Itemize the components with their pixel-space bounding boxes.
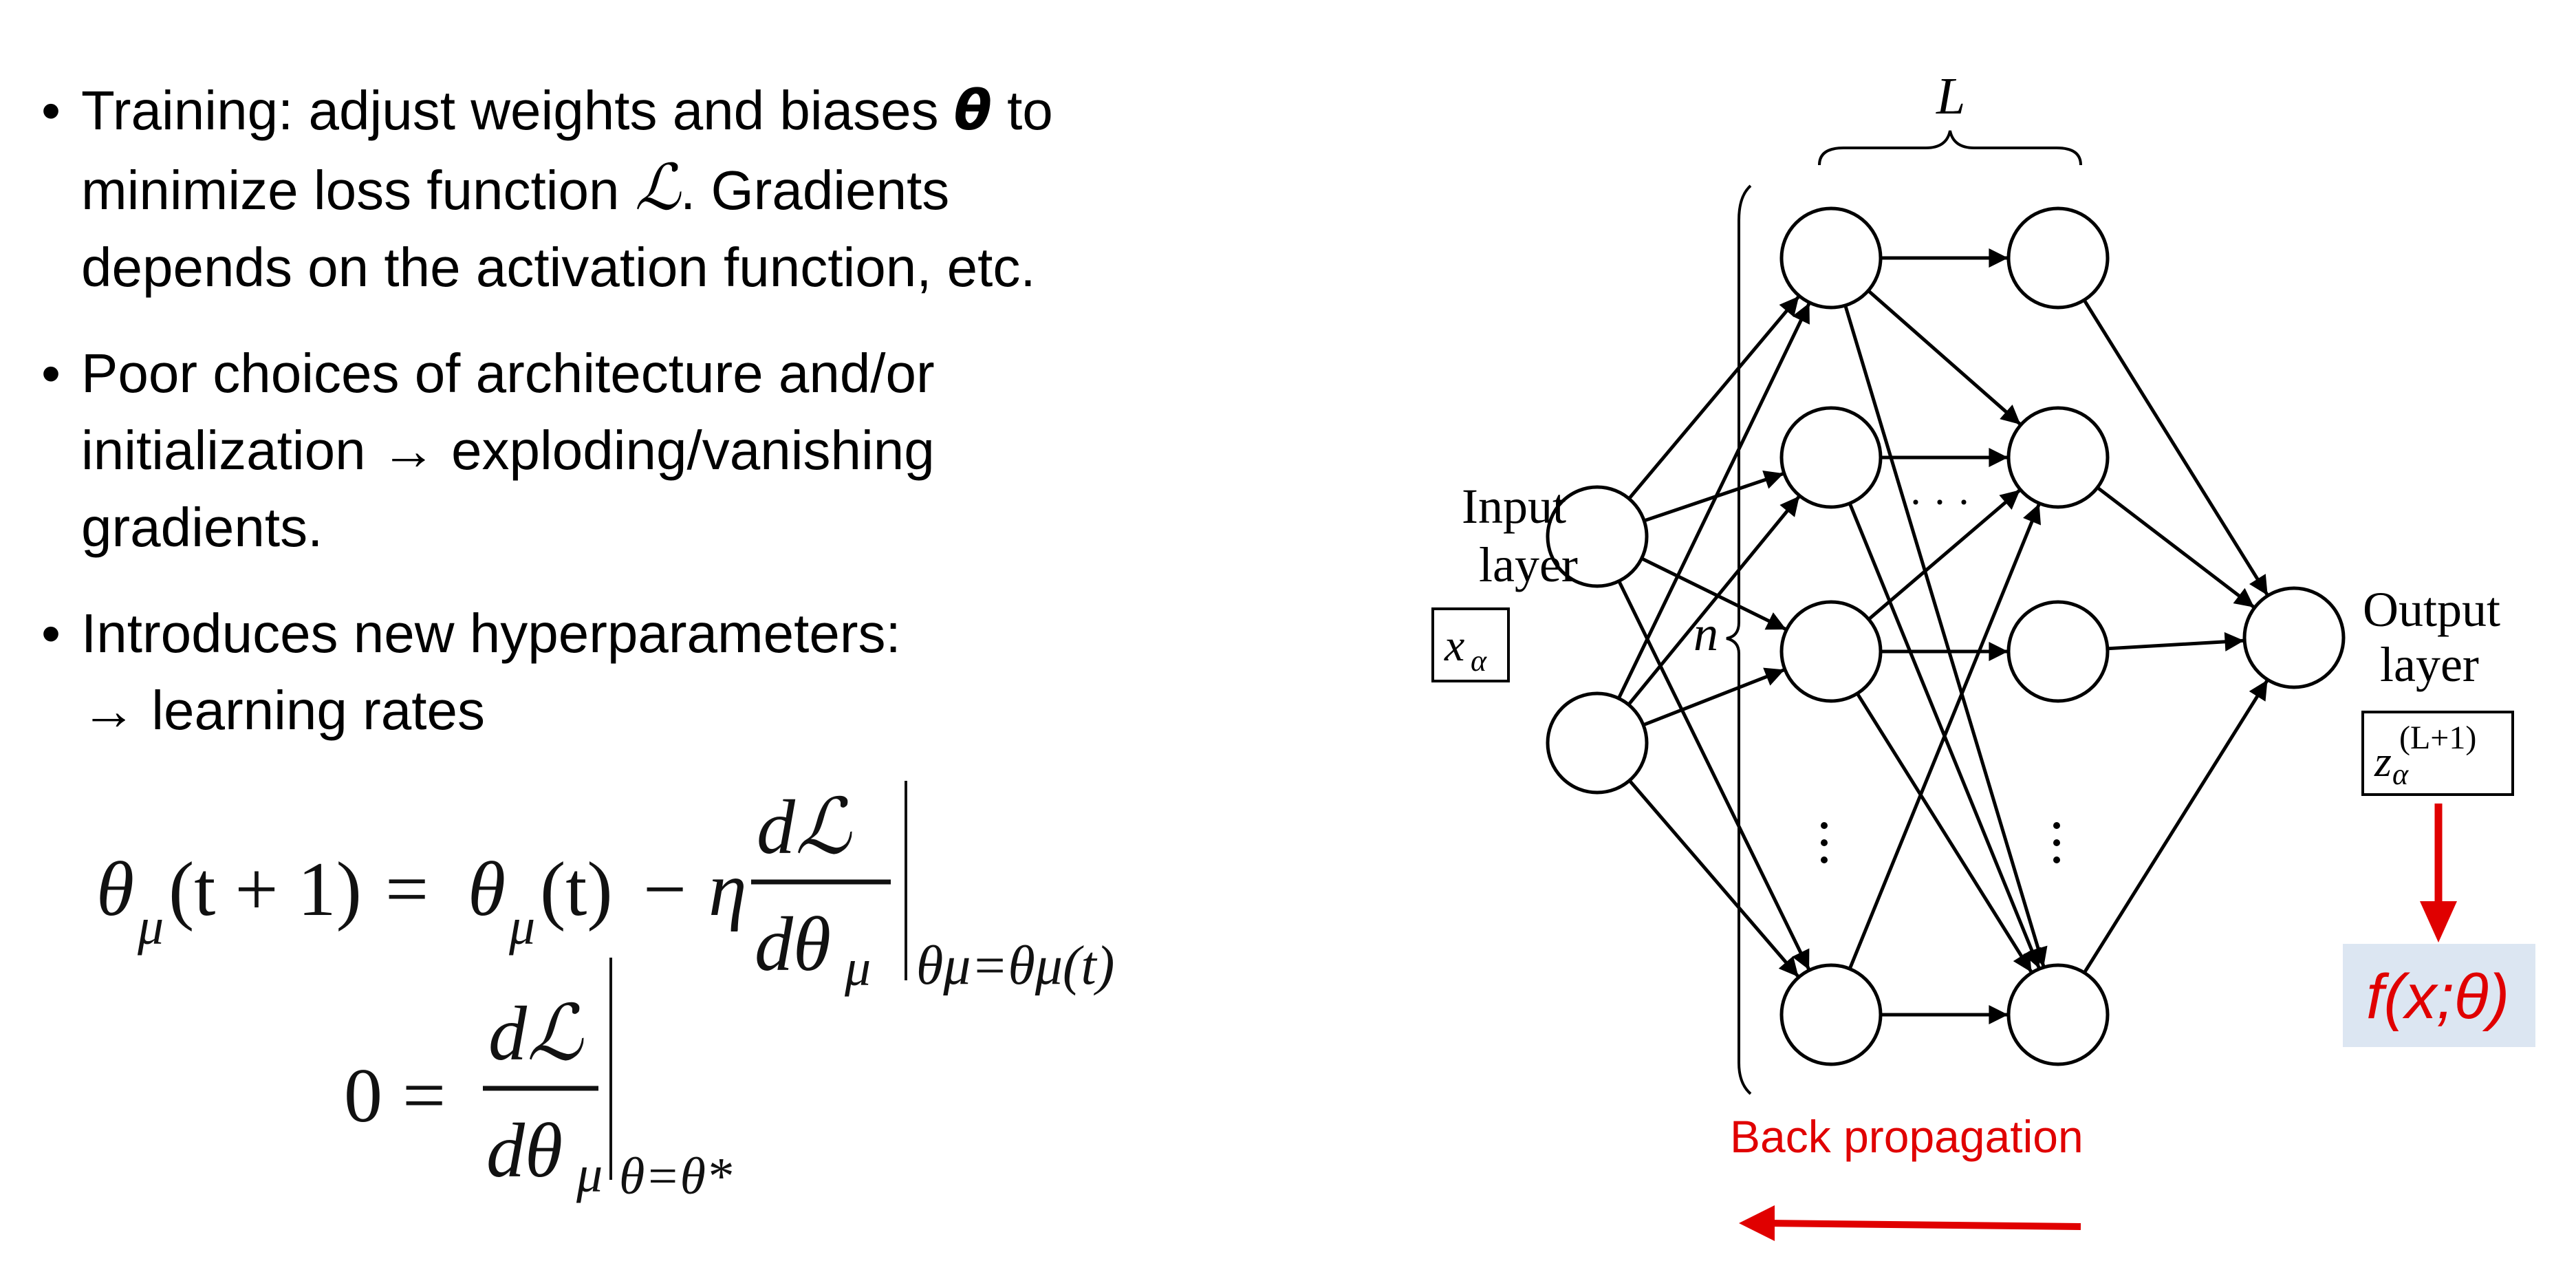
- eq-numerator: dℒ: [757, 785, 852, 870]
- edge-i1-a3: [1641, 557, 1786, 631]
- neural-network-diagram: L n · · · Input layer x α Output layer z…: [1431, 67, 2535, 1241]
- bullet-training: • Training: adjust weights and biases θ …: [34, 72, 1204, 306]
- horizontal-ellipsis: · · ·: [1909, 479, 1971, 525]
- eq-denominator: dθ: [486, 1108, 563, 1194]
- depth-label: L: [1936, 67, 1965, 125]
- node-b4: [2006, 963, 2110, 1066]
- text: to: [991, 80, 1053, 141]
- node-b1: [2006, 206, 2110, 310]
- text: depends on the activation function, etc.: [81, 237, 1036, 298]
- edge-i2-a2: [1627, 495, 1801, 706]
- node-a2: [1779, 406, 1883, 509]
- bullet-dot-icon: •: [41, 603, 61, 664]
- width-label: n: [1693, 606, 1718, 661]
- eq-arg: (t + 1): [169, 847, 362, 932]
- node-a3: [1779, 600, 1883, 703]
- output-arrow-head-icon: [2420, 901, 2457, 942]
- eq-zero: 0: [344, 1053, 382, 1139]
- eq-theta: θ: [468, 847, 506, 932]
- bullet-architecture: • Poor choices of architecture and/or in…: [34, 335, 1204, 566]
- backprop-label: Back propagation: [1730, 1111, 2083, 1162]
- edge-i2-a1: [1617, 303, 1811, 700]
- text: Introduces new hyperparameters:: [81, 603, 901, 664]
- eq-minus: −: [643, 847, 686, 932]
- bullet-dot-icon: •: [41, 80, 61, 141]
- text: gradients.: [81, 497, 323, 558]
- equation-update-rule: θ μ (t + 1) = θ μ (t) − η dℒ dθ μ θμ=θμ(…: [96, 781, 1114, 997]
- node-b2: [2006, 406, 2110, 509]
- output-var-sup: (L+1): [2399, 720, 2476, 756]
- node-i2: [1546, 691, 1649, 795]
- node-o: [2242, 586, 2346, 689]
- edge-i1-a4: [1617, 580, 1810, 970]
- bullet-list: • Training: adjust weights and biases θ …: [34, 72, 1204, 778]
- loss-symbol: ℒ: [634, 151, 680, 224]
- equation-optimum: 0 = dℒ dθ μ θ=θ*: [344, 958, 732, 1205]
- depth-brace: [1818, 130, 2082, 166]
- edge-i1-a1: [1627, 296, 1800, 500]
- function-box: [2343, 944, 2535, 1047]
- eq-equals: =: [385, 847, 429, 932]
- eq-numerator: dℒ: [488, 991, 584, 1077]
- edge-a4-b2: [1848, 504, 2042, 970]
- output-layer-label: layer: [2380, 637, 2479, 692]
- backprop-arrow-head-icon: [1739, 1205, 1775, 1241]
- edge-a3-b4: [1856, 692, 2033, 973]
- eq-arg: (t): [540, 847, 613, 932]
- output-var-box: [2361, 711, 2514, 796]
- edge-a1-b4: [1843, 305, 2048, 967]
- theta-symbol: θ: [953, 78, 992, 142]
- edge-i2-a3: [1643, 667, 1785, 727]
- text: Poor choices of architecture and/or: [81, 343, 935, 404]
- eq-theta: θ: [96, 847, 134, 932]
- input-layer-label: Input: [1462, 479, 1566, 534]
- eq-denominator: dθ: [755, 902, 831, 987]
- width-brace: [1726, 184, 1752, 1095]
- input-var-box: [1431, 607, 1510, 682]
- eq-eval-at: θ=θ*: [619, 1147, 732, 1205]
- input-var: x: [1444, 621, 1464, 671]
- node-a1: [1779, 206, 1883, 310]
- eq-sub: μ: [844, 939, 871, 997]
- nodes: [1546, 206, 2346, 1066]
- output-var-sub: α: [2392, 757, 2409, 791]
- edge-a3-b2: [1868, 489, 2021, 621]
- vertical-ellipsis-col2: [2053, 822, 2060, 863]
- text: Training: adjust weights and biases: [81, 80, 954, 141]
- output-var: z: [2374, 737, 2392, 786]
- edge-b2-o: [2096, 486, 2255, 609]
- text: → learning rates: [81, 680, 485, 741]
- edge-i2-a4: [1628, 779, 1799, 978]
- eq-eval-at: θμ=θμ(t): [916, 936, 1114, 996]
- node-b3: [2006, 600, 2110, 703]
- text: . Gradients: [680, 160, 950, 221]
- output-layer-label: Output: [2363, 582, 2500, 637]
- edge-a1-b2: [1867, 289, 2022, 426]
- input-layer-label: layer: [1479, 537, 1578, 592]
- vertical-ellipsis-col1: [1821, 822, 1828, 863]
- edges: [1617, 248, 2269, 1024]
- edge-b4-o: [2083, 680, 2269, 974]
- edge-i1-a2: [1643, 470, 1784, 523]
- eq-sub: μ: [576, 1145, 603, 1203]
- bullet-dot-icon: •: [41, 343, 61, 404]
- eq-sub: μ: [508, 898, 535, 956]
- text: initialization → exploding/vanishing: [81, 420, 935, 481]
- text: minimize loss function: [81, 160, 635, 221]
- input-var-sub: α: [1471, 644, 1487, 678]
- backprop-arrow: [1767, 1220, 2081, 1230]
- eq-sub: μ: [137, 898, 164, 956]
- eq-eta: η: [708, 847, 747, 932]
- edge-b3-o: [2107, 632, 2244, 651]
- edge-b1-o: [2082, 299, 2269, 596]
- bullet-hyperparameters: • Introduces new hyperparameters: → lear…: [34, 595, 1204, 749]
- node-a4: [1779, 963, 1883, 1066]
- function-label: f(x;θ): [2366, 962, 2509, 1032]
- node-i1: [1546, 485, 1649, 588]
- eq-equals: =: [402, 1053, 446, 1139]
